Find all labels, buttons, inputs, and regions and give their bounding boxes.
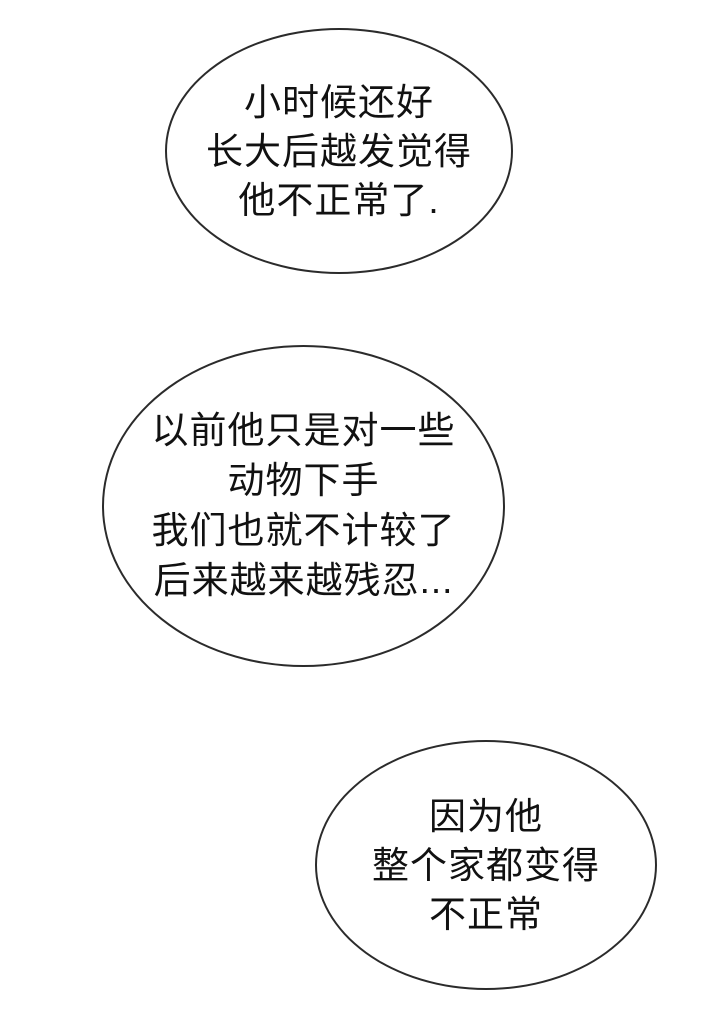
bubble-text-line: 我们也就不计较了: [151, 510, 456, 551]
bubble-text-line: 小时候还好: [244, 81, 434, 123]
bubble-text-line: 不正常: [429, 893, 543, 935]
speech-bubble-middle: 以前他只是对一些 动物下手 我们也就不计较了 后来越来越残忍...: [102, 345, 505, 667]
speech-bubble-bottom: 因为他 整个家都变得 不正常: [315, 740, 657, 990]
bubble-text-line: 因为他: [429, 795, 543, 837]
speech-bubble-top: 小时候还好 长大后越发觉得 他不正常了.: [165, 28, 513, 274]
bubble-text-line: 动物下手: [227, 460, 380, 501]
bubble-text-line: 以前他只是对一些: [151, 410, 456, 451]
bubble-text-line: 整个家都变得: [372, 844, 600, 886]
bubble-text-line: 他不正常了.: [238, 179, 440, 221]
bubble-text-line: 后来越来越残忍...: [153, 560, 454, 601]
bubble-text-line: 长大后越发觉得: [206, 130, 472, 172]
